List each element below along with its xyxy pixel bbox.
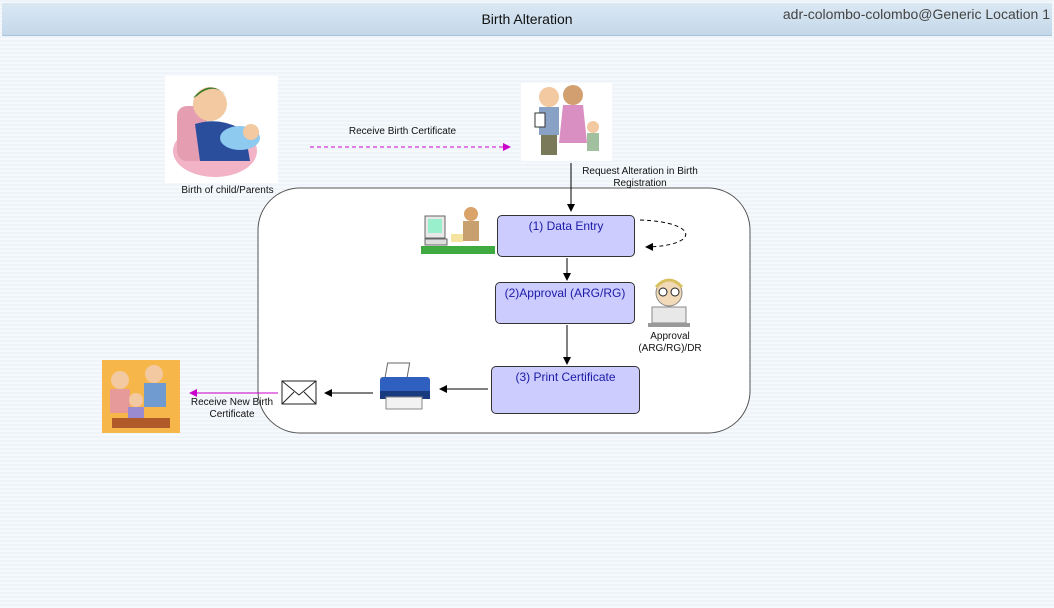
request-label: Request Alteration in Birth Registration <box>582 166 698 189</box>
data-entry-step[interactable]: (1) Data Entry <box>497 215 635 257</box>
clerks-icon <box>521 83 612 161</box>
print-certificate-step[interactable]: (3) Print Certificate <box>491 366 640 414</box>
printer-icon <box>380 362 430 410</box>
header-bar <box>2 3 1052 36</box>
approval-step[interactable]: (2)Approval (ARG/RG) <box>495 282 635 324</box>
page-title: Birth Alteration <box>481 11 573 27</box>
parents-label: Birth of child/Parents <box>181 185 274 196</box>
user-location: adr-colombo-colombo@Generic Location 1 <box>782 6 1050 22</box>
envelope-icon <box>281 380 317 405</box>
approver-icon <box>648 278 690 327</box>
receive-new-cert-label: Receive New Birth Certificate <box>190 397 274 420</box>
receive-cert-label: Receive Birth Certificate <box>348 126 457 137</box>
data-entry-clerk-icon <box>421 207 495 254</box>
family-icon <box>102 360 180 433</box>
approver-label: Approval (ARG/RG)/DR <box>638 331 702 354</box>
parent-with-baby-icon <box>165 76 278 183</box>
self-loop-arrow <box>639 219 687 251</box>
